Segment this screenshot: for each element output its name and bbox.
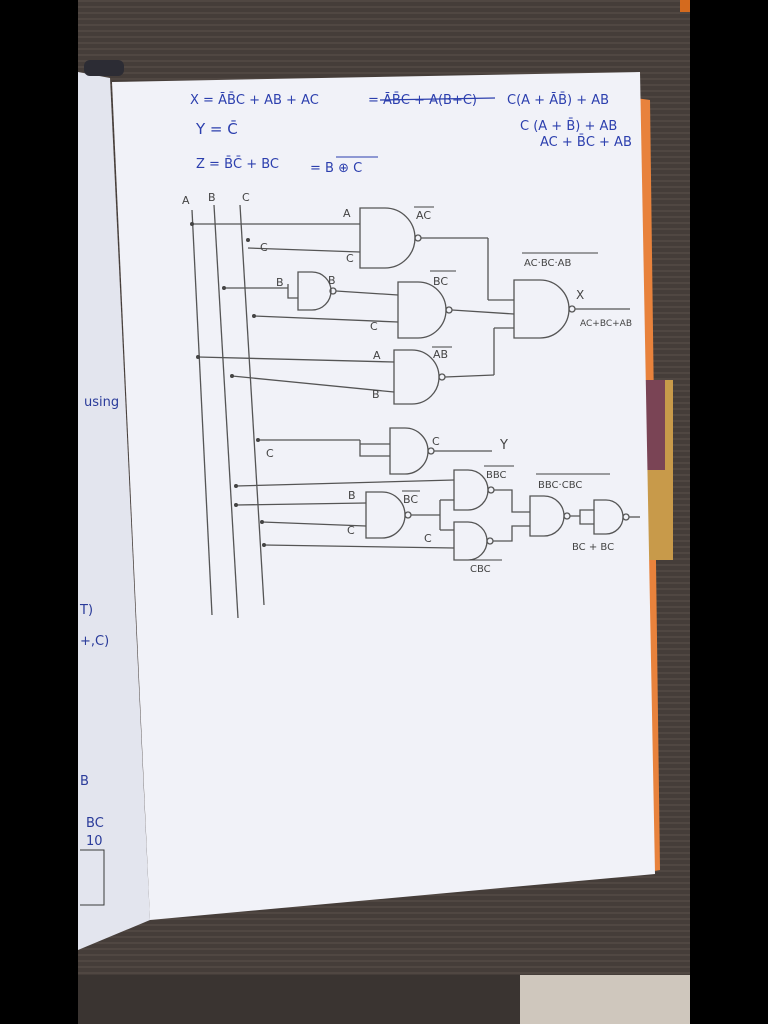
nand-gate-x [513,279,570,339]
bus-b [213,204,239,619]
left-page-text: using T) +,C) B BC 10 [79,395,119,849]
junction-dot [256,438,260,442]
label: B [348,489,356,502]
wire [359,440,390,457]
label: BC + BC [572,542,614,553]
nand-gate-ac [359,207,416,269]
wire [261,521,367,527]
label: C [346,252,354,265]
equation-x: X = ĀB̄C + AB + AC [190,93,319,108]
nand-gate-bc [397,281,447,339]
label: BBC·CBC [538,480,582,491]
label: CBC [470,564,491,575]
label: C [424,532,432,545]
label: BC [403,493,418,506]
wire [235,479,455,487]
equation-z: Z = B̄C̄ + BC [196,157,279,172]
label: A [373,349,381,362]
wire [235,502,367,506]
left-fragment: T) [79,603,93,618]
junction-dot [190,222,194,226]
left-fragment: +,C) [80,634,109,649]
junction-dot [262,543,266,547]
wire [197,356,395,363]
wire [287,284,298,299]
equation-x-step2: C (A + B̄) + AB [520,119,617,134]
circuit-labels: A B C A C C AC B B BC C AC·BC·AB X AC+BC… [182,191,632,575]
circuit-diagram [191,204,640,619]
label: B [372,388,380,401]
wire [231,375,395,393]
label: BBC [486,470,507,481]
main-page [112,72,655,920]
label: B [276,276,284,289]
junction-dot [234,484,238,488]
equation-x-factor: C(A + ĀB̄) + AB [507,93,609,108]
nand-gate-ab [393,349,440,405]
wire [335,290,399,296]
label: C [347,524,355,537]
wire [451,309,515,315]
wire [493,489,530,542]
label: AC+BC+AB [580,319,632,329]
strikethrough [379,97,496,101]
junction-dot [234,503,238,507]
wire [444,374,495,378]
label: AC·BC·AB [524,258,572,269]
file-tab-dark [645,380,665,470]
output-label-x: X [576,288,584,302]
label: A [343,207,351,220]
left-fragment: BC [86,816,104,831]
left-page-sketch [80,849,105,906]
input-label-b: B [208,191,216,204]
label: BC [433,275,448,288]
label: C [432,435,440,448]
wire [263,544,455,549]
equation-z-xnor: = B ⊕ C [310,161,362,176]
junction-dot [246,238,250,242]
label: B [328,274,336,287]
junction-dot [196,355,200,359]
wire [570,509,594,525]
label: C [260,241,268,254]
junction-dot [252,314,256,318]
junction-dot [222,286,226,290]
input-label-c: C [242,191,250,204]
label: C [266,447,274,460]
label: AC [416,209,431,222]
binder-clip [84,60,124,76]
equation-x-struck: = ĀB̄C + A(B+C) [368,93,477,108]
left-page [78,72,150,950]
top-corner-tab [680,0,690,12]
junction-dot [230,374,234,378]
wire [253,315,399,323]
output-label-y: Y [499,438,508,453]
bus-c [239,204,265,606]
junction-dots [190,222,266,547]
left-fragment: B [80,774,89,789]
left-fragment: using [84,395,119,410]
equation-x-step3: AC + B̄C + AB [540,135,632,150]
label: C [370,320,378,333]
label: AB [433,348,448,361]
wire [247,247,361,253]
left-fragment: 10 [86,834,103,849]
equation-y: Y = C̄ [195,119,238,138]
bus-a [191,209,213,616]
floor-light [520,975,690,1024]
junction-dot [260,520,264,524]
equations-block: X = ĀB̄C + AB + AC = ĀB̄C + A(B+C) C(A +… [190,93,632,176]
input-label-a: A [182,194,190,207]
